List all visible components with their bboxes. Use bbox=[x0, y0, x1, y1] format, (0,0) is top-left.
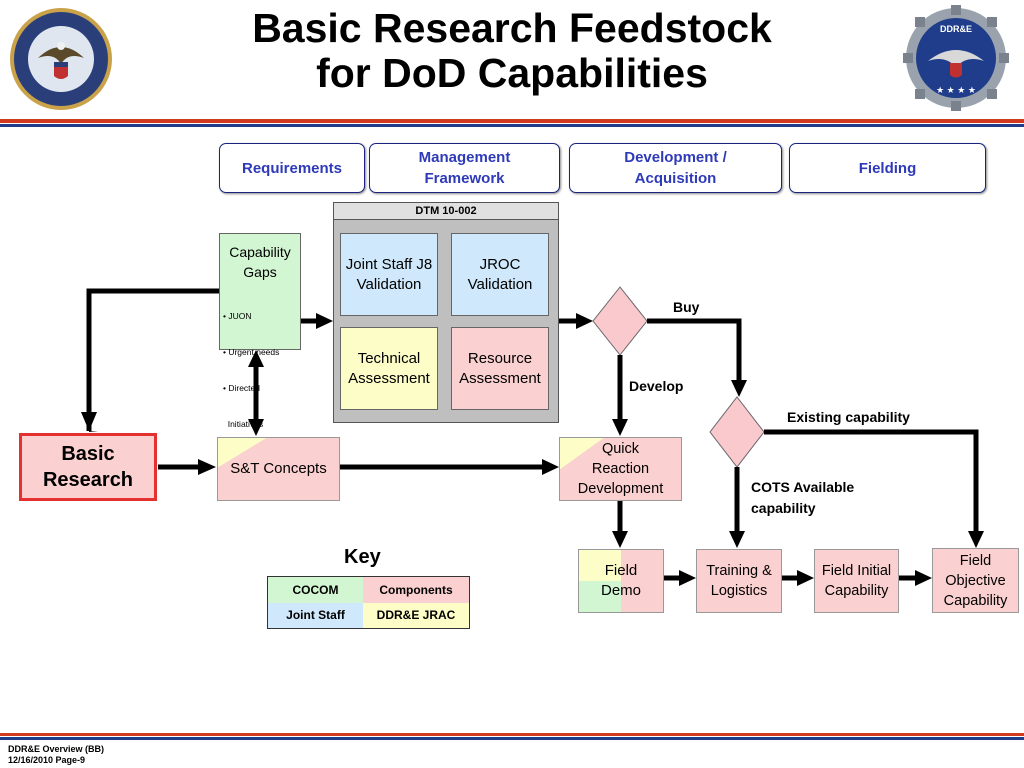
capability-gaps-bullets: • JUON • Urgent needs • Directed Initiat… bbox=[223, 311, 280, 429]
capability-gaps-box: Capability Gaps • JUON • Urgent needs • … bbox=[219, 233, 301, 429]
phase-fielding: Fielding bbox=[789, 143, 986, 193]
buy-develop-decision-diamond bbox=[592, 286, 648, 356]
footer-rule-red bbox=[0, 733, 1024, 736]
develop-label: Develop bbox=[629, 378, 684, 394]
arrowheads bbox=[80, 313, 984, 586]
field-objective-capability-box: Field Objective Capability bbox=[932, 548, 1019, 613]
key-cell-cocom: COCOM bbox=[268, 577, 363, 603]
footer-line-1: DDR&E Overview (BB) bbox=[8, 744, 105, 754]
title-line-1: Basic Research Feedstock bbox=[252, 5, 772, 51]
ddre-emblem-logo: DDR&E ★ ★ ★ ★ bbox=[903, 5, 1009, 111]
jroc-validation-box: JROC Validation bbox=[451, 233, 549, 316]
header-rule-red bbox=[0, 119, 1024, 123]
key-legend: COCOM Components Joint Staff DDR&E JRAC bbox=[267, 576, 470, 629]
existing-capability-label: Existing capability bbox=[787, 409, 910, 425]
quick-reaction-development-box: Quick Reaction Development bbox=[559, 437, 682, 501]
key-cell-joint-staff: Joint Staff bbox=[268, 602, 363, 628]
st-concepts-box: S&T Concepts bbox=[217, 437, 340, 501]
technical-assessment-box: Technical Assessment bbox=[340, 327, 438, 410]
training-logistics-box: Training & Logistics bbox=[696, 549, 782, 613]
key-cell-components: Components bbox=[363, 577, 469, 603]
title-line-2: for DoD Capabilities bbox=[316, 50, 708, 96]
joint-staff-j8-validation-box: Joint Staff J8 Validation bbox=[340, 233, 438, 316]
field-demo-box: Field Demo bbox=[578, 549, 664, 613]
page-title: Basic Research Feedstock for DoD Capabil… bbox=[200, 6, 824, 96]
header-rule-blue bbox=[0, 124, 1024, 127]
dtm-header: DTM 10-002 bbox=[334, 203, 558, 220]
basic-research-box: Basic Research bbox=[19, 433, 157, 501]
dod-seal-logo bbox=[10, 8, 112, 110]
phase-requirements: Requirements bbox=[219, 143, 365, 193]
key-title: Key bbox=[344, 546, 381, 568]
footer-rule-blue bbox=[0, 737, 1024, 740]
resource-assessment-box: Resource Assessment bbox=[451, 327, 549, 410]
field-initial-capability-box: Field Initial Capability bbox=[814, 549, 899, 613]
key-cell-ddre-jrac: DDR&E JRAC bbox=[363, 602, 469, 628]
phase-management-framework: Management Framework bbox=[369, 143, 560, 193]
st-concepts-fill bbox=[217, 437, 340, 501]
phase-development-acquisition: Development / Acquisition bbox=[569, 143, 782, 193]
ddre-emblem-text: DDR&E bbox=[940, 24, 972, 34]
existing-cots-decision-diamond bbox=[709, 396, 765, 468]
footer-line-2: 12/16/2010 Page-9 bbox=[8, 755, 86, 765]
footer: DDR&E Overview (BB) 12/16/2010 Page-9 bbox=[8, 744, 104, 766]
svg-text:★ ★ ★ ★: ★ ★ ★ ★ bbox=[936, 85, 976, 95]
buy-label: Buy bbox=[673, 299, 700, 315]
cots-available-label: COTS Available capability bbox=[751, 479, 855, 516]
